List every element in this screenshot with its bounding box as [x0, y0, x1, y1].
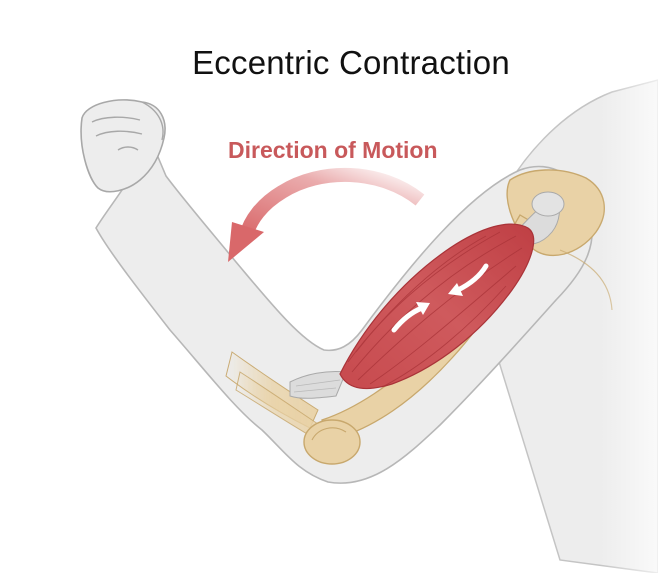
direction-of-motion-label: Direction of Motion	[228, 137, 438, 164]
curved-arrow-left-icon	[228, 175, 420, 262]
diagram-title: Eccentric Contraction	[0, 44, 658, 82]
elbow-joint	[304, 420, 360, 464]
